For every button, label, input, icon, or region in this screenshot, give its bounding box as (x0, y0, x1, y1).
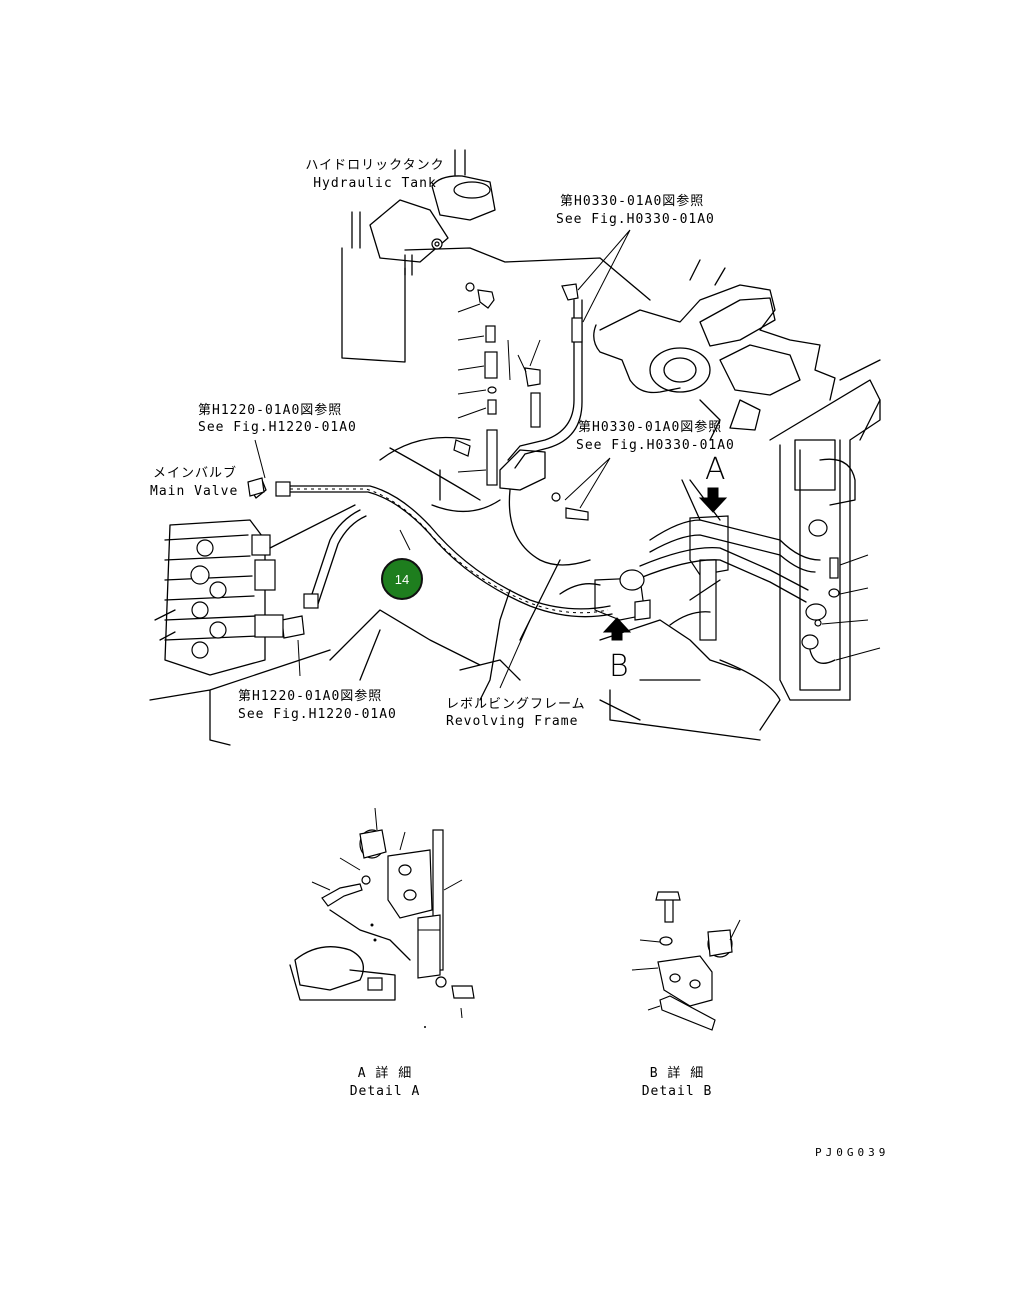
hydraulic-tank-label-en: Hydraulic Tank (313, 176, 437, 191)
see-fig-h0330-mid-en: See Fig.H0330-01A0 (576, 438, 735, 453)
main-valve-label-en: Main Valve (150, 484, 239, 499)
see-fig-h1220-top-jp: 第H1220-01A0図参照 (198, 403, 343, 418)
see-fig-h0330-top-en: See Fig.H0330-01A0 (556, 212, 715, 227)
engine-assembly (593, 259, 836, 441)
detail-b-label-jp: B 詳 細 (649, 1066, 705, 1081)
detail-a-drawing (289, 807, 475, 1028)
radiator-assembly (769, 359, 881, 701)
see-fig-h1220-top-en: See Fig.H1220-01A0 (198, 420, 357, 435)
revolving-frame-label-en: Revolving Frame (446, 714, 579, 729)
hydraulic-tank-label-jp: ハイドロリックタンク (305, 158, 445, 173)
marker-a-arrow (698, 487, 728, 513)
revolving-frame-label-jp: レボルビングフレーム (446, 697, 586, 712)
detail-a-label-jp: A 詳 細 (357, 1066, 413, 1081)
main-valve-drawing (149, 504, 356, 746)
clamp-b-assembly (594, 569, 651, 641)
main-hose (275, 436, 613, 701)
fitting-stack (453, 282, 541, 486)
detail-b-drawing (631, 891, 741, 1031)
see-fig-h0330-mid-jp: 第H0330-01A0図参照 (578, 420, 723, 435)
clamp-a-assembly (639, 479, 821, 641)
leader-lines (254, 229, 631, 689)
figure-code: PJ0G039 (815, 1146, 890, 1159)
hydraulic-tank (341, 149, 651, 363)
detail-a-label-en: Detail A (349, 1084, 421, 1099)
detail-b-label-en: Detail B (641, 1084, 713, 1099)
main-valve-label-jp: メインバルブ (153, 466, 238, 481)
marker-b-arrow (602, 617, 632, 641)
part-callout-14[interactable]: 14 (381, 558, 423, 600)
see-fig-h0330-top-jp: 第H0330-01A0図参照 (560, 194, 705, 209)
see-fig-h1220-bottom-jp: 第H1220-01A0図参照 (238, 689, 383, 704)
see-fig-h1220-bottom-en: See Fig.H1220-01A0 (238, 707, 397, 722)
marker-a-label: A (705, 452, 726, 487)
valve-hose (247, 477, 367, 639)
revolving-frame-drawing (329, 579, 781, 741)
tank-hoses (499, 283, 591, 566)
marker-b-label: B (609, 649, 629, 684)
